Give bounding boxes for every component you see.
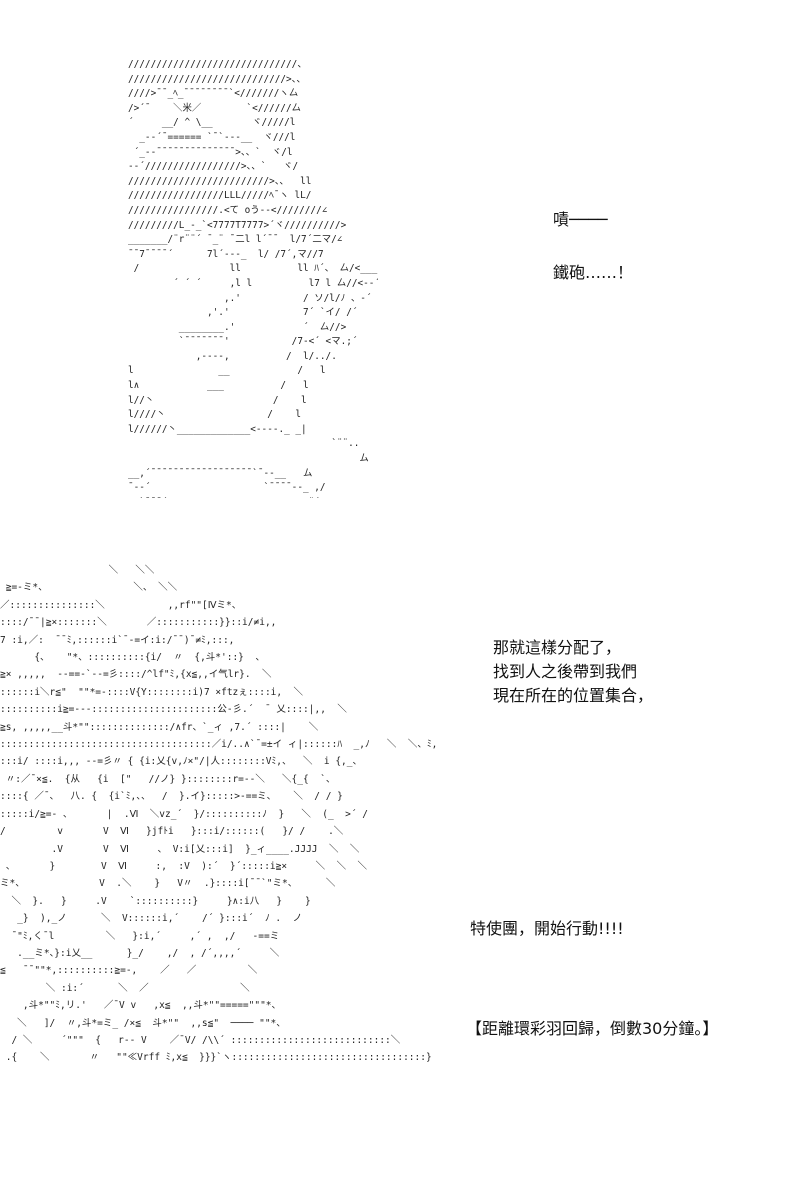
ascii-art-soldier-portrait: //////////////////////////////、 ////////… xyxy=(128,59,378,498)
dialogue-line-2: 找到人之後帶到我們 xyxy=(493,662,638,681)
caption-musket: 鐵砲……！ xyxy=(553,263,634,282)
dialogue-line-1: 那就這樣分配了， xyxy=(493,638,622,657)
caption-tsk: 嘖──── xyxy=(553,210,608,229)
dialogue-block: 那就這樣分配了， 找到人之後帶到我們 現在所在的位置集合， xyxy=(493,636,653,708)
action-caption: 特使團，開始行動!!!! xyxy=(470,919,624,938)
ascii-art-envoy-group: ＼ ＼＼ ≧=-ミ*、 ＼、 ＼＼ ／:::::::::::::::＼ ,,rf… xyxy=(0,565,438,1064)
dialogue-line-3: 現在所在的位置集合， xyxy=(493,686,654,705)
countdown-caption: 【距離環彩羽回歸，倒數30分鐘。】 xyxy=(466,1019,719,1038)
